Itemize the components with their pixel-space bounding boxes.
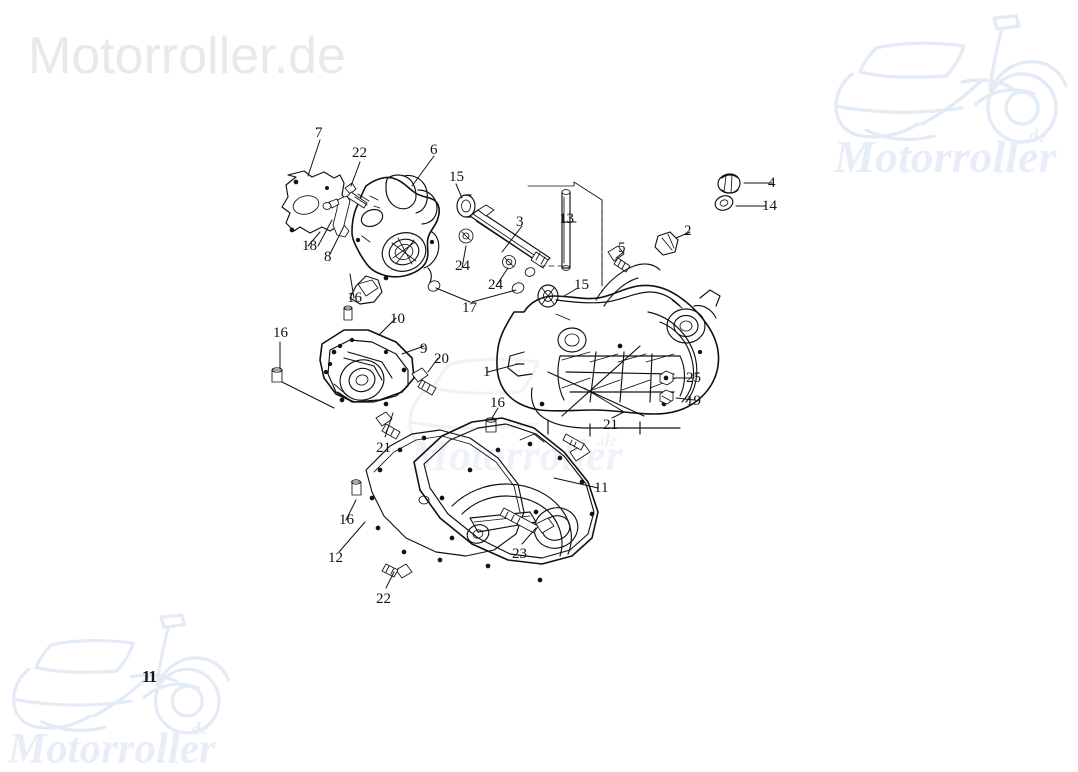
callout-25: 25 xyxy=(686,370,701,386)
part-nut-25 xyxy=(659,370,674,386)
callout-3: 3 xyxy=(516,214,524,230)
svg-text:.de: .de xyxy=(187,719,208,739)
callout-11: 11 xyxy=(594,480,609,496)
callout-21-b: 21 xyxy=(603,417,618,433)
part-bolt-5 xyxy=(607,245,631,273)
watermark-logo-center: Motorroller .de xyxy=(400,350,660,480)
callout-10: 10 xyxy=(390,311,405,327)
callout-15-upper: 15 xyxy=(449,169,464,185)
callout-24-a: 24 xyxy=(455,258,470,274)
callout-5: 5 xyxy=(618,240,626,256)
watermark-text-top-left: Motorroller.de xyxy=(28,27,346,85)
callout-18: 18 xyxy=(302,238,317,254)
callout-9: 9 xyxy=(420,341,428,357)
callout-6: 6 xyxy=(430,142,438,158)
callout-20: 20 xyxy=(434,351,449,367)
watermark-logo-bottom-left: Motorroller .de xyxy=(0,604,246,772)
callout-13: 13 xyxy=(559,211,574,227)
callout-15-lower: 15 xyxy=(574,277,589,293)
part-bolt-21-right xyxy=(562,433,591,462)
callout-16-c: 16 xyxy=(339,512,354,528)
callout-16-d: 16 xyxy=(490,395,505,411)
callout-19: 19 xyxy=(686,393,701,409)
part-bolt-22-lower xyxy=(381,563,413,579)
watermark-logo-top-right: Motorroller .de xyxy=(826,4,1076,184)
svg-text:.de: .de xyxy=(596,430,618,450)
part-pin-16-c xyxy=(351,479,362,496)
part-washer-24-a xyxy=(458,228,474,244)
callout-24-b: 24 xyxy=(488,277,503,293)
callout-22-b: 22 xyxy=(376,591,391,607)
part-pin-16-a xyxy=(343,305,353,321)
callout-16-a: 16 xyxy=(347,290,362,306)
callout-23: 23 xyxy=(512,546,527,562)
callout-12: 12 xyxy=(328,550,343,566)
callout-14: 14 xyxy=(762,198,777,214)
svg-text:Motorroller: Motorroller xyxy=(833,131,1057,182)
leader-lines xyxy=(279,139,773,589)
part-main-crankcase xyxy=(496,263,721,437)
callout-17: 17 xyxy=(462,300,477,316)
svg-text:Motorroller: Motorroller xyxy=(409,431,624,480)
part-bolt-22-upper xyxy=(344,182,370,209)
part-seal-4 xyxy=(717,173,741,194)
part-nut-19 xyxy=(659,389,674,405)
page-number: 11 xyxy=(142,667,157,686)
part-oil-pump-cover xyxy=(319,329,415,407)
part-seal-14 xyxy=(714,195,734,211)
svg-text:Motorroller: Motorroller xyxy=(7,726,217,772)
part-variator-belt-cover xyxy=(413,417,599,583)
part-bolt-20 xyxy=(411,367,437,396)
part-kickstart-lever xyxy=(322,195,351,238)
part-bolt-23 xyxy=(499,507,555,534)
callout-22-a: 22 xyxy=(352,145,367,161)
part-mount-bracket-2 xyxy=(654,231,679,256)
part-dowel-pin xyxy=(527,181,603,293)
callout-7: 7 xyxy=(315,125,323,141)
callout-1: 1 xyxy=(483,364,491,380)
part-right-crankcase-half xyxy=(349,174,440,305)
part-washer-24-b xyxy=(502,255,516,269)
callout-21-a: 21 xyxy=(376,440,391,456)
part-pin-16-b xyxy=(271,367,283,383)
callout-16-b: 16 xyxy=(273,325,288,341)
part-kickstart-shaft xyxy=(469,204,551,269)
part-bearing-15-upper xyxy=(456,194,476,218)
callout-8: 8 xyxy=(324,249,332,265)
callout-2: 2 xyxy=(684,223,692,239)
part-bolt-21-left xyxy=(375,411,401,440)
svg-text:.de: .de xyxy=(1024,126,1047,147)
callout-4: 4 xyxy=(768,175,776,191)
